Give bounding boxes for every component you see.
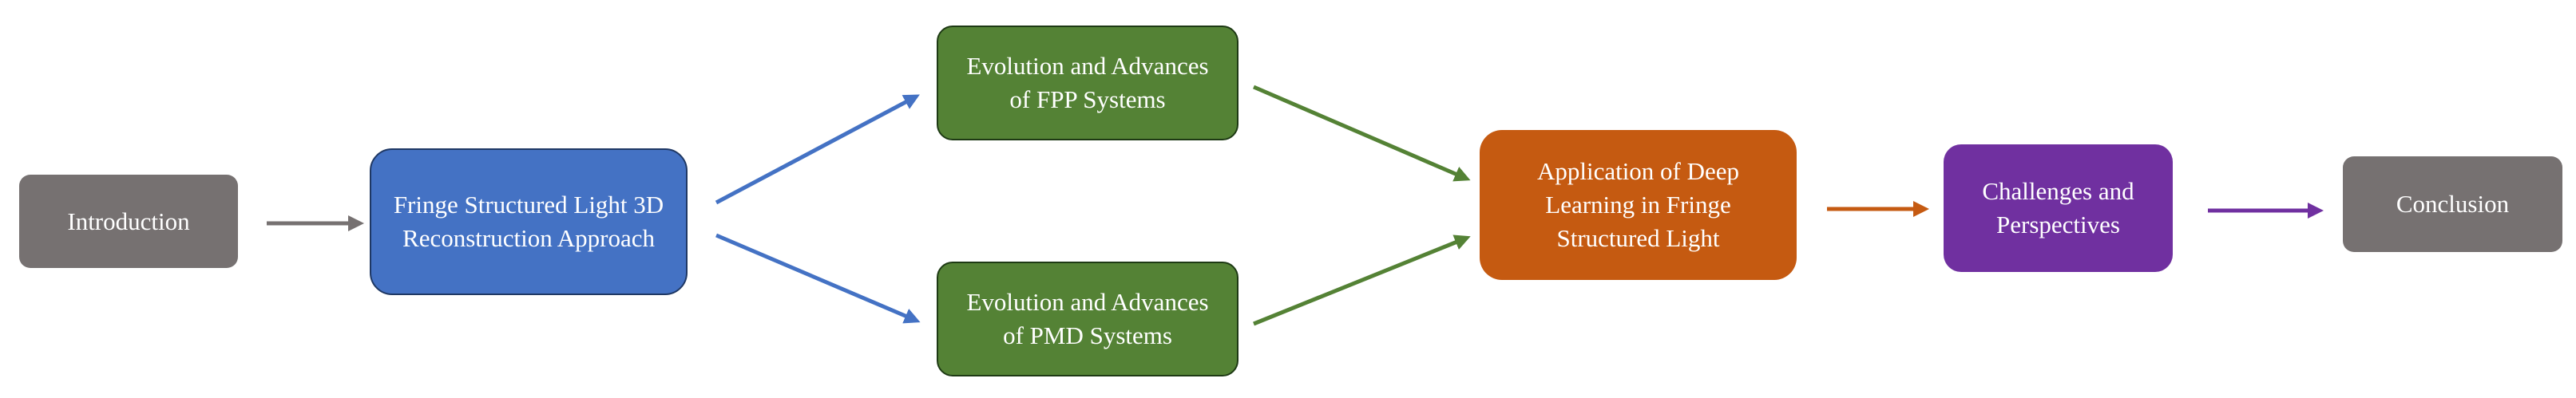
arrow-fringe-structured-light-to-fpp-systems — [715, 94, 920, 205]
introduction-label: Introduction — [67, 207, 190, 235]
fpp-systems-node: Evolution and Advances of FPP Systems — [937, 26, 1238, 140]
challenges-label: Challenges and Perspectives — [1982, 177, 2134, 238]
arrow-fpp-systems-to-deep-learning — [1253, 85, 1471, 182]
arrow-pmd-systems-to-deep-learning — [1253, 234, 1471, 326]
challenges-node: Challenges and Perspectives — [1944, 144, 2173, 272]
fringe-structured-light-label: Fringe Structured Light 3D Reconstructio… — [393, 191, 664, 252]
conclusion-label: Conclusion — [2396, 190, 2510, 219]
deep-learning-node: Application of Deep Learning in Fringe S… — [1480, 130, 1797, 280]
pmd-systems-label: Evolution and Advances of PMD Systems — [966, 288, 1209, 349]
deep-learning-label: Application of Deep Learning in Fringe S… — [1536, 157, 1740, 252]
fpp-systems-label: Evolution and Advances of FPP Systems — [966, 52, 1209, 113]
fringe-structured-light-node: Fringe Structured Light 3D Reconstructio… — [370, 148, 688, 295]
conclusion-node: Conclusion — [2343, 156, 2562, 252]
arrow-fringe-structured-light-to-pmd-systems — [715, 233, 921, 324]
pmd-systems-node: Evolution and Advances of PMD Systems — [937, 262, 1238, 376]
introduction-node: Introduction — [19, 175, 238, 268]
